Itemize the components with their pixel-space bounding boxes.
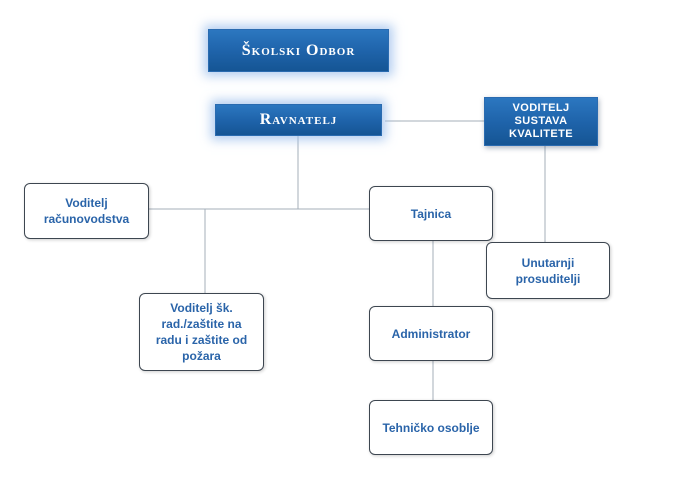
node-tajnica-label: Tajnica [410,206,452,221]
node-voditelj-sustava-kvalitete-label: VODITELJ SUSTAVA KVALITETE [509,102,573,140]
node-voditelj-zastite-label: Voditelj šk. rad./zaštite na radu i zašt… [155,301,248,363]
node-tehnicko-osoblje: Tehničko osoblje [369,400,493,455]
node-voditelj-racunovodstva: Voditelj računovodstva [24,183,149,239]
node-skolski-odbor: Školski Odbor [208,29,389,72]
node-skolski-odbor-label: Školski Odbor [241,41,356,59]
node-voditelj-sustava-kvalitete: VODITELJ SUSTAVA KVALITETE [484,97,598,146]
node-ravnatelj: Ravnatelj [215,104,382,136]
node-unutarnji-prosuditelji-label: Unutarnji prosuditelji [515,255,581,286]
node-unutarnji-prosuditelji: Unutarnji prosuditelji [486,242,610,299]
node-administrator: Administrator [369,306,493,361]
node-tehnicko-osoblje-label: Tehničko osoblje [382,420,480,435]
node-voditelj-racunovodstva-label: Voditelj računovodstva [43,196,130,226]
node-tajnica: Tajnica [369,186,493,241]
node-administrator-label: Administrator [391,326,471,341]
node-ravnatelj-label: Ravnatelj [259,111,338,128]
node-voditelj-zastite: Voditelj šk. rad./zaštite na radu i zašt… [139,293,264,371]
